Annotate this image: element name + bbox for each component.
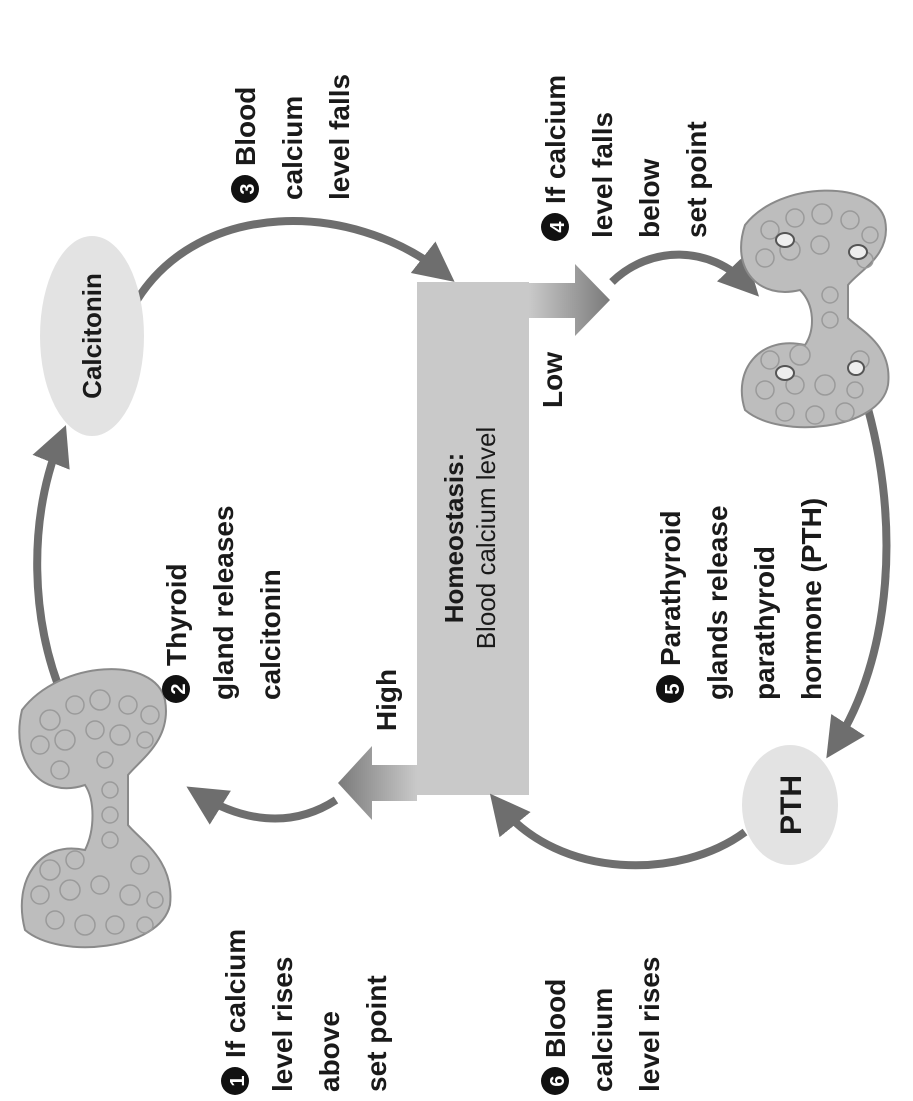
step-number: 4 bbox=[547, 221, 569, 233]
step-line: below bbox=[634, 158, 665, 238]
step-6: 6 Blood calcium level rises bbox=[540, 957, 665, 1095]
step-number-circle bbox=[221, 1067, 249, 1095]
step-number: 5 bbox=[662, 683, 684, 694]
step-line: above bbox=[314, 1011, 345, 1092]
step-number: 6 bbox=[547, 1075, 569, 1086]
step-4: 4 If calcium level falls below set point bbox=[540, 75, 712, 241]
arrow-high-to-thyroid bbox=[186, 786, 339, 825]
step-line: level falls bbox=[587, 112, 618, 238]
step-number-circle bbox=[656, 675, 684, 703]
step-line: level rises bbox=[634, 957, 665, 1092]
step-line: hormone (PTH) bbox=[796, 498, 827, 700]
step-line: Blood bbox=[540, 979, 571, 1058]
step-line: calcium bbox=[587, 988, 618, 1092]
step-line: glands release bbox=[702, 505, 733, 700]
step-line: If calcium bbox=[540, 75, 571, 204]
step-number: 1 bbox=[227, 1075, 249, 1086]
step-line: parathyroid bbox=[749, 546, 780, 700]
arrow-calcitonin-to-box bbox=[133, 217, 455, 303]
step-number-circle bbox=[231, 175, 259, 203]
step-number-circle bbox=[541, 213, 569, 241]
step-line: Parathyroid bbox=[655, 510, 686, 666]
low-arrow bbox=[529, 264, 610, 336]
step-line: If calcium bbox=[220, 929, 251, 1058]
homeostasis-label: Homeostasis: Blood calcium level bbox=[439, 427, 501, 650]
step-number-circle bbox=[541, 1067, 569, 1095]
step-number-circle bbox=[162, 675, 190, 703]
step-line: calcium bbox=[277, 96, 308, 200]
step-line: level falls bbox=[324, 74, 355, 200]
homeostasis-box bbox=[417, 282, 529, 795]
high-label: High bbox=[371, 669, 402, 731]
homeostasis-subtitle: Blood calcium level bbox=[471, 427, 501, 650]
arrow-pth-to-box bbox=[489, 793, 748, 870]
step-3: 3 Blood calcium level falls bbox=[230, 74, 355, 203]
low-label: Low bbox=[537, 352, 568, 408]
step-number: 3 bbox=[237, 183, 259, 194]
thyroid-gland-icon bbox=[18, 668, 172, 949]
step-1: 1 If calcium level rises above set point bbox=[220, 929, 392, 1095]
step-line: Blood bbox=[230, 87, 261, 166]
parathyroid-gland-icon bbox=[740, 189, 890, 429]
calcitonin-label: Calcitonin bbox=[77, 273, 107, 399]
calcitonin-oval: Calcitonin bbox=[40, 236, 144, 436]
step-line: set point bbox=[361, 975, 392, 1092]
arrow-parathyroid-to-pth bbox=[826, 380, 891, 759]
step-line: Thyroid bbox=[161, 563, 192, 666]
step-2: 2 Thyroid gland releases calcitonin bbox=[161, 505, 286, 703]
pth-oval: PTH bbox=[742, 745, 838, 865]
high-arrow bbox=[338, 746, 417, 820]
step-line: calcitonin bbox=[255, 569, 286, 700]
step-line: level rises bbox=[267, 957, 298, 1092]
step-5: 5 Parathyroid glands release parathyroid… bbox=[655, 498, 827, 703]
step-line: set point bbox=[681, 121, 712, 238]
arrow-low-to-parathyroid bbox=[609, 250, 760, 297]
step-number: 2 bbox=[168, 683, 190, 694]
homeostasis-title: Homeostasis: bbox=[439, 453, 469, 624]
arrow-thyroid-to-calcitonin bbox=[32, 425, 70, 702]
pth-label: PTH bbox=[775, 775, 808, 835]
step-line: gland releases bbox=[208, 505, 239, 700]
